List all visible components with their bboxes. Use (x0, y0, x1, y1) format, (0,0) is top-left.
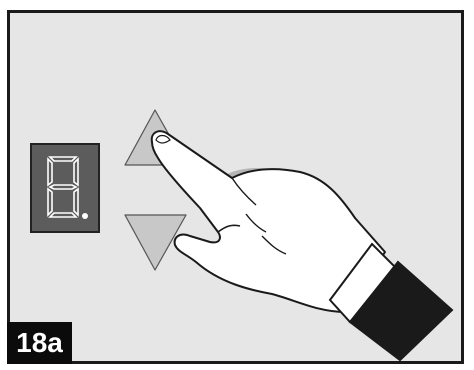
figure-label: 18a (7, 322, 72, 364)
segment-e (47, 187, 53, 217)
segment-d (48, 212, 78, 218)
segment-b (73, 157, 79, 187)
jacket-sleeve (348, 260, 454, 362)
seven-segment-digit-icon (47, 156, 88, 219)
seven-segment-display (30, 143, 100, 233)
segment-g (48, 184, 78, 190)
decimal-point (82, 213, 88, 219)
segment-a (48, 156, 78, 162)
hand-icon (150, 130, 454, 362)
down-arrow-icon[interactable] (124, 214, 187, 271)
segment-f (47, 157, 53, 187)
segment-c (73, 187, 79, 217)
